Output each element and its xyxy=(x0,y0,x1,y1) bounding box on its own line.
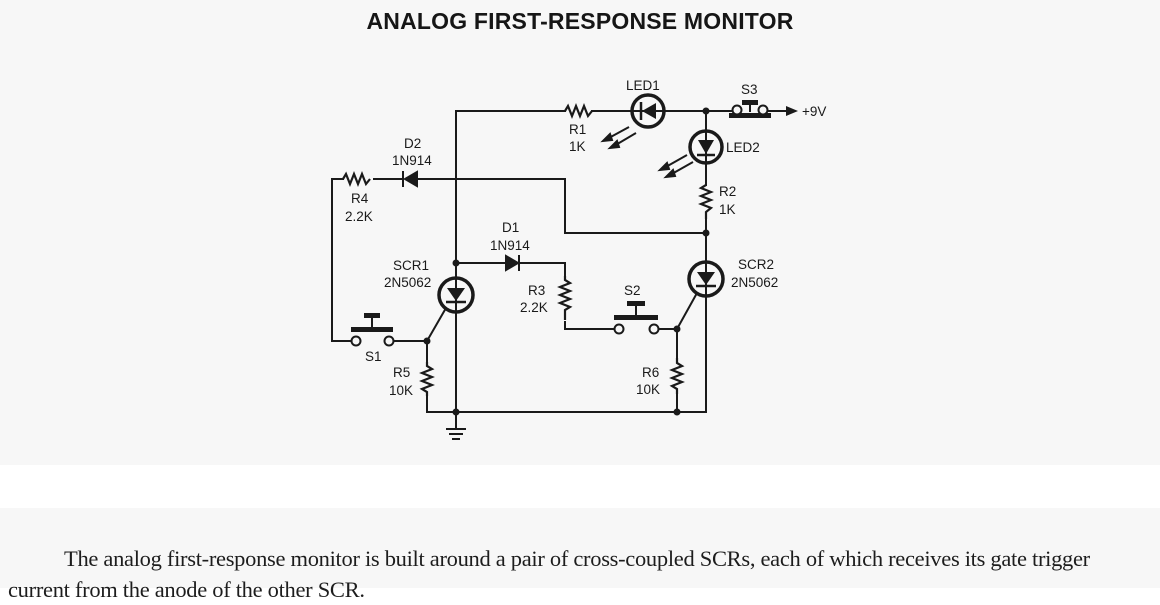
resistor-r2-symbol xyxy=(698,184,714,219)
label-r3-value: 2.2K xyxy=(520,300,548,315)
wire-d1-r3 xyxy=(519,262,566,277)
label-r6-ref: R6 xyxy=(642,365,659,380)
label-r2-ref: R2 xyxy=(719,184,736,199)
caption-area: The analog first-response monitor is bui… xyxy=(0,508,1160,602)
label-scr1-ref: SCR1 xyxy=(393,258,429,273)
wire-scr2-gate xyxy=(675,291,699,331)
supply-arrow-icon xyxy=(786,106,798,116)
label-r1-value: 1K xyxy=(569,139,586,154)
label-r5-value: 10K xyxy=(389,383,413,398)
junction-dots xyxy=(423,107,710,416)
switch-s2-symbol xyxy=(613,301,660,335)
wire-scr1-gate xyxy=(425,306,448,343)
led2-symbol xyxy=(657,129,724,179)
label-supply: +9V xyxy=(802,104,826,119)
diode-d2-symbol xyxy=(402,170,418,188)
scr2-symbol xyxy=(687,260,725,298)
junction-dot xyxy=(702,107,710,115)
diode-d1-symbol xyxy=(505,254,520,272)
switch-s3-symbol xyxy=(729,100,771,118)
label-scr2-value: 2N5062 xyxy=(731,275,778,290)
label-r6-value: 10K xyxy=(636,382,660,397)
wire-scr2-anode-to-d2 xyxy=(417,178,707,234)
label-r1-ref: R1 xyxy=(569,122,586,137)
resistor-r3-symbol xyxy=(557,276,573,320)
wire-r3-s2 xyxy=(564,321,615,330)
label-r3-ref: R3 xyxy=(528,283,545,298)
resistor-r1-symbol xyxy=(564,103,593,119)
label-led1: LED1 xyxy=(626,78,660,93)
label-s2: S2 xyxy=(624,283,641,298)
label-r2-value: 1K xyxy=(719,202,736,217)
resistor-r4-symbol xyxy=(342,171,371,187)
junction-dot xyxy=(452,408,460,416)
junction-dot xyxy=(673,325,681,333)
label-r4-ref: R4 xyxy=(351,191,369,206)
wire-r4-left xyxy=(331,178,352,342)
resistor-r6-symbol xyxy=(669,358,685,394)
figure-area: ANALOG FIRST-RESPONSE MONITOR xyxy=(331,8,827,440)
label-d2-ref: D2 xyxy=(404,136,421,151)
spacer-band xyxy=(0,465,1160,508)
junction-dot xyxy=(702,229,710,237)
wire-top-rail-left xyxy=(455,110,566,264)
label-r4-value: 2.2K xyxy=(345,209,373,224)
resistor-r5-symbol xyxy=(419,362,435,396)
junction-dot xyxy=(673,408,681,416)
label-d1-ref: D1 xyxy=(502,220,519,235)
label-d2-value: 1N914 xyxy=(392,153,432,168)
figure-title: ANALOG FIRST-RESPONSE MONITOR xyxy=(366,8,794,34)
label-s1: S1 xyxy=(365,349,382,364)
label-r5-ref: R5 xyxy=(393,365,410,380)
schematic: LED1 S3 +9V R1 1K LED2 R2 1K D2 1N914 R4… xyxy=(331,78,826,440)
ground-icon xyxy=(446,428,466,440)
switch-s1-symbol xyxy=(350,313,395,347)
junction-dot xyxy=(452,259,460,267)
label-d1-value: 1N914 xyxy=(490,238,530,253)
label-led2: LED2 xyxy=(726,140,760,155)
junction-dot xyxy=(423,337,431,345)
label-scr1-value: 2N5062 xyxy=(384,275,431,290)
caption-paragraph: The analog first-response monitor is bui… xyxy=(8,545,1090,602)
label-scr2-ref: SCR2 xyxy=(738,257,774,272)
led1-symbol xyxy=(600,93,666,150)
label-s3: S3 xyxy=(741,82,758,97)
scr1-symbol xyxy=(437,276,475,314)
